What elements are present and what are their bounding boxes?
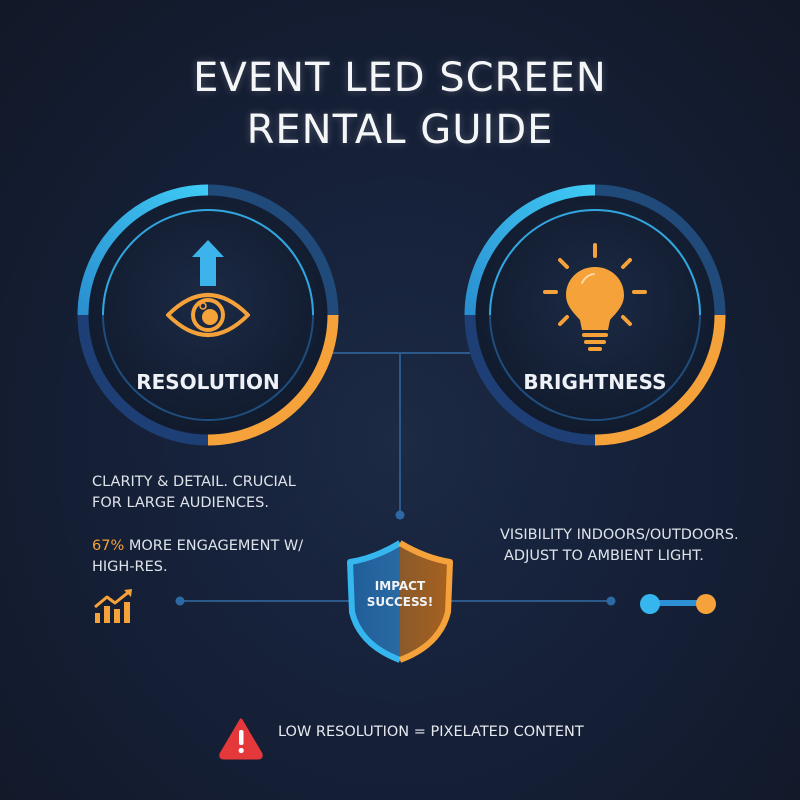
title-line-2: RENTAL GUIDE <box>246 107 554 153</box>
stat-value: 67% <box>92 538 125 554</box>
resolution-desc-line-2: FOR LARGE AUDIENCES. <box>92 495 269 511</box>
resolution-label: RESOLUTION <box>136 370 280 394</box>
engagement-stat: 67% MORE ENGAGEMENT W/ HIGH-RES. <box>92 536 303 578</box>
toggle-slider-icon <box>640 594 716 614</box>
warning-triangle-icon <box>219 718 263 760</box>
badge-line-1: IMPACT <box>374 579 426 593</box>
bar-chart-growth-icon <box>94 589 132 623</box>
stat-text-line-1: MORE ENGAGEMENT W/ <box>124 538 304 554</box>
brightness-desc-line-1: VISIBILITY INDOORS/OUTDOORS. <box>500 527 739 543</box>
page-title: EVENT LED SCREEN RENTAL GUIDE <box>0 52 800 156</box>
connector-lines <box>175 352 616 606</box>
lightbulb-icon <box>543 243 647 351</box>
eye-icon <box>166 293 250 337</box>
warning-text: LOW RESOLUTION = PIXELATED CONTENT <box>278 724 584 740</box>
brightness-description: VISIBILITY INDOORS/OUTDOORS. ADJUST TO A… <box>500 525 739 567</box>
brightness-desc-line-2: ADJUST TO AMBIENT LIGHT. <box>504 548 704 564</box>
brightness-label: BRIGHTNESS <box>523 370 667 394</box>
resolution-desc-line-1: CLARITY & DETAIL. CRUCIAL <box>92 474 296 490</box>
shield-icon <box>347 540 453 663</box>
badge-line-2: SUCCESS! <box>366 595 434 609</box>
stat-text-line-2: HIGH-RES. <box>92 559 168 575</box>
title-line-1: EVENT LED SCREEN <box>193 55 607 101</box>
impact-success-badge: IMPACT SUCCESS! <box>350 578 450 610</box>
resolution-description: CLARITY & DETAIL. CRUCIAL FOR LARGE AUDI… <box>92 472 296 514</box>
arrow-up-icon <box>192 240 224 286</box>
